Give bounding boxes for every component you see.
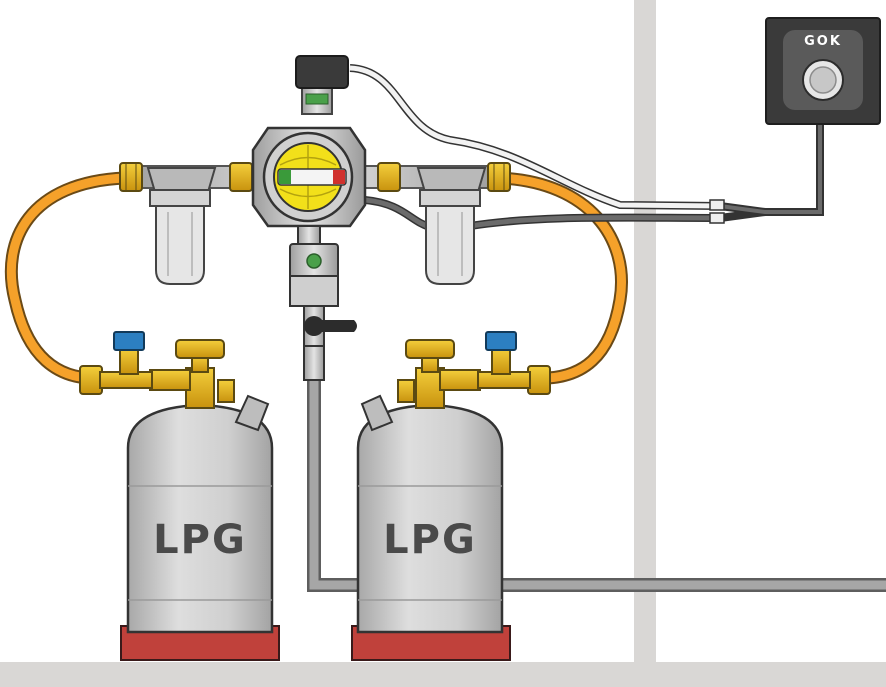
left-inlet-nut xyxy=(119,162,143,192)
left-filter xyxy=(146,167,217,285)
control-panel: GOK xyxy=(765,17,881,125)
cylinder-right-handwheel[interactable] xyxy=(405,339,455,359)
cylinder-left-label: LPG xyxy=(153,517,247,563)
solenoid xyxy=(295,55,349,115)
floor xyxy=(0,662,886,687)
cylinder-right-label: LPG xyxy=(383,517,477,563)
left-hose xyxy=(4,171,126,385)
outlet-pipe xyxy=(307,380,886,592)
cylinder-right-valve xyxy=(397,331,551,409)
changeover-regulator xyxy=(251,126,367,228)
right-hose xyxy=(499,171,628,385)
shutoff-valve[interactable] xyxy=(304,316,357,336)
cylinder-left: LPG xyxy=(79,331,280,661)
manifold xyxy=(119,55,511,381)
indicator-button-inner xyxy=(809,66,837,94)
outlet-body xyxy=(289,225,357,381)
cylinder-left-valve xyxy=(79,331,235,409)
wall-post xyxy=(634,0,656,662)
right-inlet-nut xyxy=(487,162,511,192)
changeover-lever[interactable] xyxy=(277,168,347,186)
pressure-indicator xyxy=(306,253,322,269)
cylinder-left-blue-knob[interactable] xyxy=(113,331,145,351)
signal-cables xyxy=(349,64,824,234)
control-panel-brand-label: GOK xyxy=(804,34,842,49)
right-filter xyxy=(416,167,487,285)
cylinder-right-blue-knob[interactable] xyxy=(485,331,517,351)
cylinder-left-handwheel[interactable] xyxy=(175,339,225,359)
cylinder-right: LPG xyxy=(351,331,551,661)
